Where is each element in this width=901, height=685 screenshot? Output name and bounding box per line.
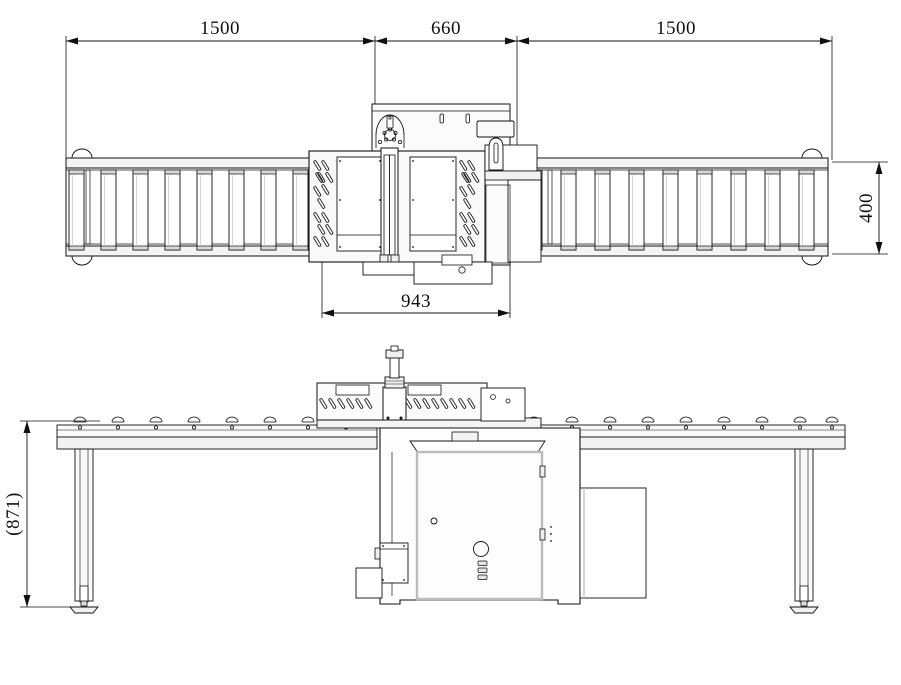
right-conveyor-plan	[519, 148, 829, 266]
support-leg-left	[69, 448, 99, 614]
dimension-machine-width: 660	[375, 18, 518, 160]
saw-blade-carriage-plan	[362, 114, 418, 276]
machine-cabinet-front	[355, 427, 647, 605]
machine-body-plan	[308, 103, 542, 285]
dimension-left-conveyor-length: 1500	[65, 18, 376, 175]
dimension-conveyor-depth: 400	[832, 161, 888, 255]
dimension-label-943: 943	[401, 291, 431, 312]
support-leg-right	[789, 448, 819, 614]
left-conveyor-beam-front	[56, 416, 378, 614]
dimension-label-660: 660	[431, 18, 461, 39]
dimension-right-conveyor-length: 1500	[517, 18, 833, 160]
dimension-label-871: (871)	[3, 492, 24, 536]
dimension-label-1500-right: 1500	[656, 18, 696, 39]
dimension-label-1500-left: 1500	[200, 18, 240, 39]
roller-group-right	[526, 169, 815, 251]
dimension-label-400: 400	[856, 193, 877, 223]
roller-group-left	[68, 169, 309, 251]
machine-head-front	[316, 345, 542, 429]
spindle-column-front	[382, 345, 407, 421]
left-conveyor-plan	[65, 148, 329, 266]
dimension-machine-depth: 943	[321, 262, 511, 318]
top-view: 1500 660 1500	[65, 18, 888, 318]
front-view: (871)	[3, 345, 846, 614]
control-buttons-front	[477, 560, 488, 580]
